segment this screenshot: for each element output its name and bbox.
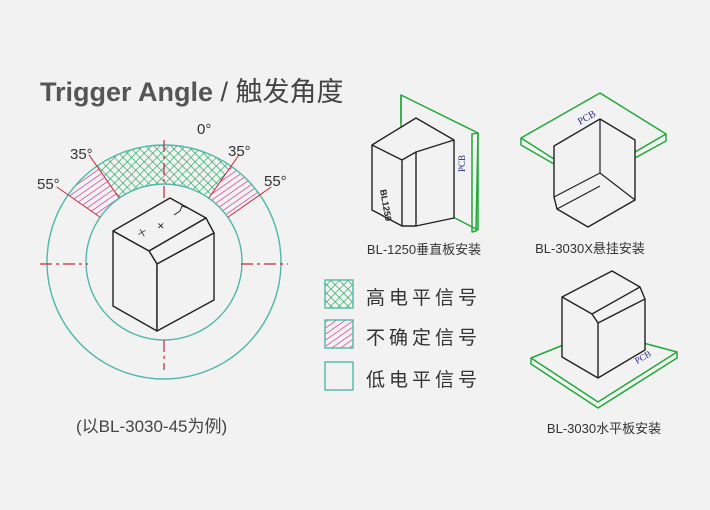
legend-label-high: 高电平信号 (366, 288, 482, 309)
angle-label-0: 0° (197, 121, 212, 138)
pcb-label: PCB (457, 155, 467, 172)
legend-label-uncertain: 不确定信号 (366, 328, 482, 349)
angle-label-left-55: 55° (37, 176, 60, 193)
angle-label-right-55: 55° (264, 173, 287, 190)
boundary-35-right (208, 154, 240, 199)
page-title: Trigger Angle / 触发角度 (40, 77, 344, 107)
legend-swatch-low (324, 361, 354, 391)
uncertain-zone-left (68, 166, 120, 218)
angle-label-right-35: 35° (228, 143, 251, 160)
boundary-55-left (56, 186, 101, 218)
boundary-55-right (227, 186, 272, 218)
legend-label-low: 低电平信号 (366, 370, 482, 391)
angle-label-left-35: 35° (70, 146, 93, 163)
svg-text:✕: ✕ (157, 221, 165, 231)
angle-rings (40, 140, 288, 380)
sensor-cube-main: 十 ✕ (112, 197, 215, 332)
legend-swatch-uncertain (324, 319, 354, 349)
uncertain-zone-right (208, 166, 260, 218)
caption-horizontal-mount: BL-3030水平板安装 (546, 421, 662, 436)
mount-horizontal-illustration: PCB (530, 270, 678, 409)
mount-vertical-illustration: PCB BL1250 (371, 94, 479, 233)
legend-swatch-high (324, 279, 354, 309)
boundary-35-left (88, 154, 120, 199)
caption-vertical-mount: BL-1250垂直板安装 (366, 242, 482, 257)
example-note: (以BL-3030-45为例) (76, 417, 228, 436)
caption-hanging-mount: BL-3030X悬挂安装 (535, 241, 645, 256)
mount-hanging-illustration: PCB (520, 92, 667, 228)
